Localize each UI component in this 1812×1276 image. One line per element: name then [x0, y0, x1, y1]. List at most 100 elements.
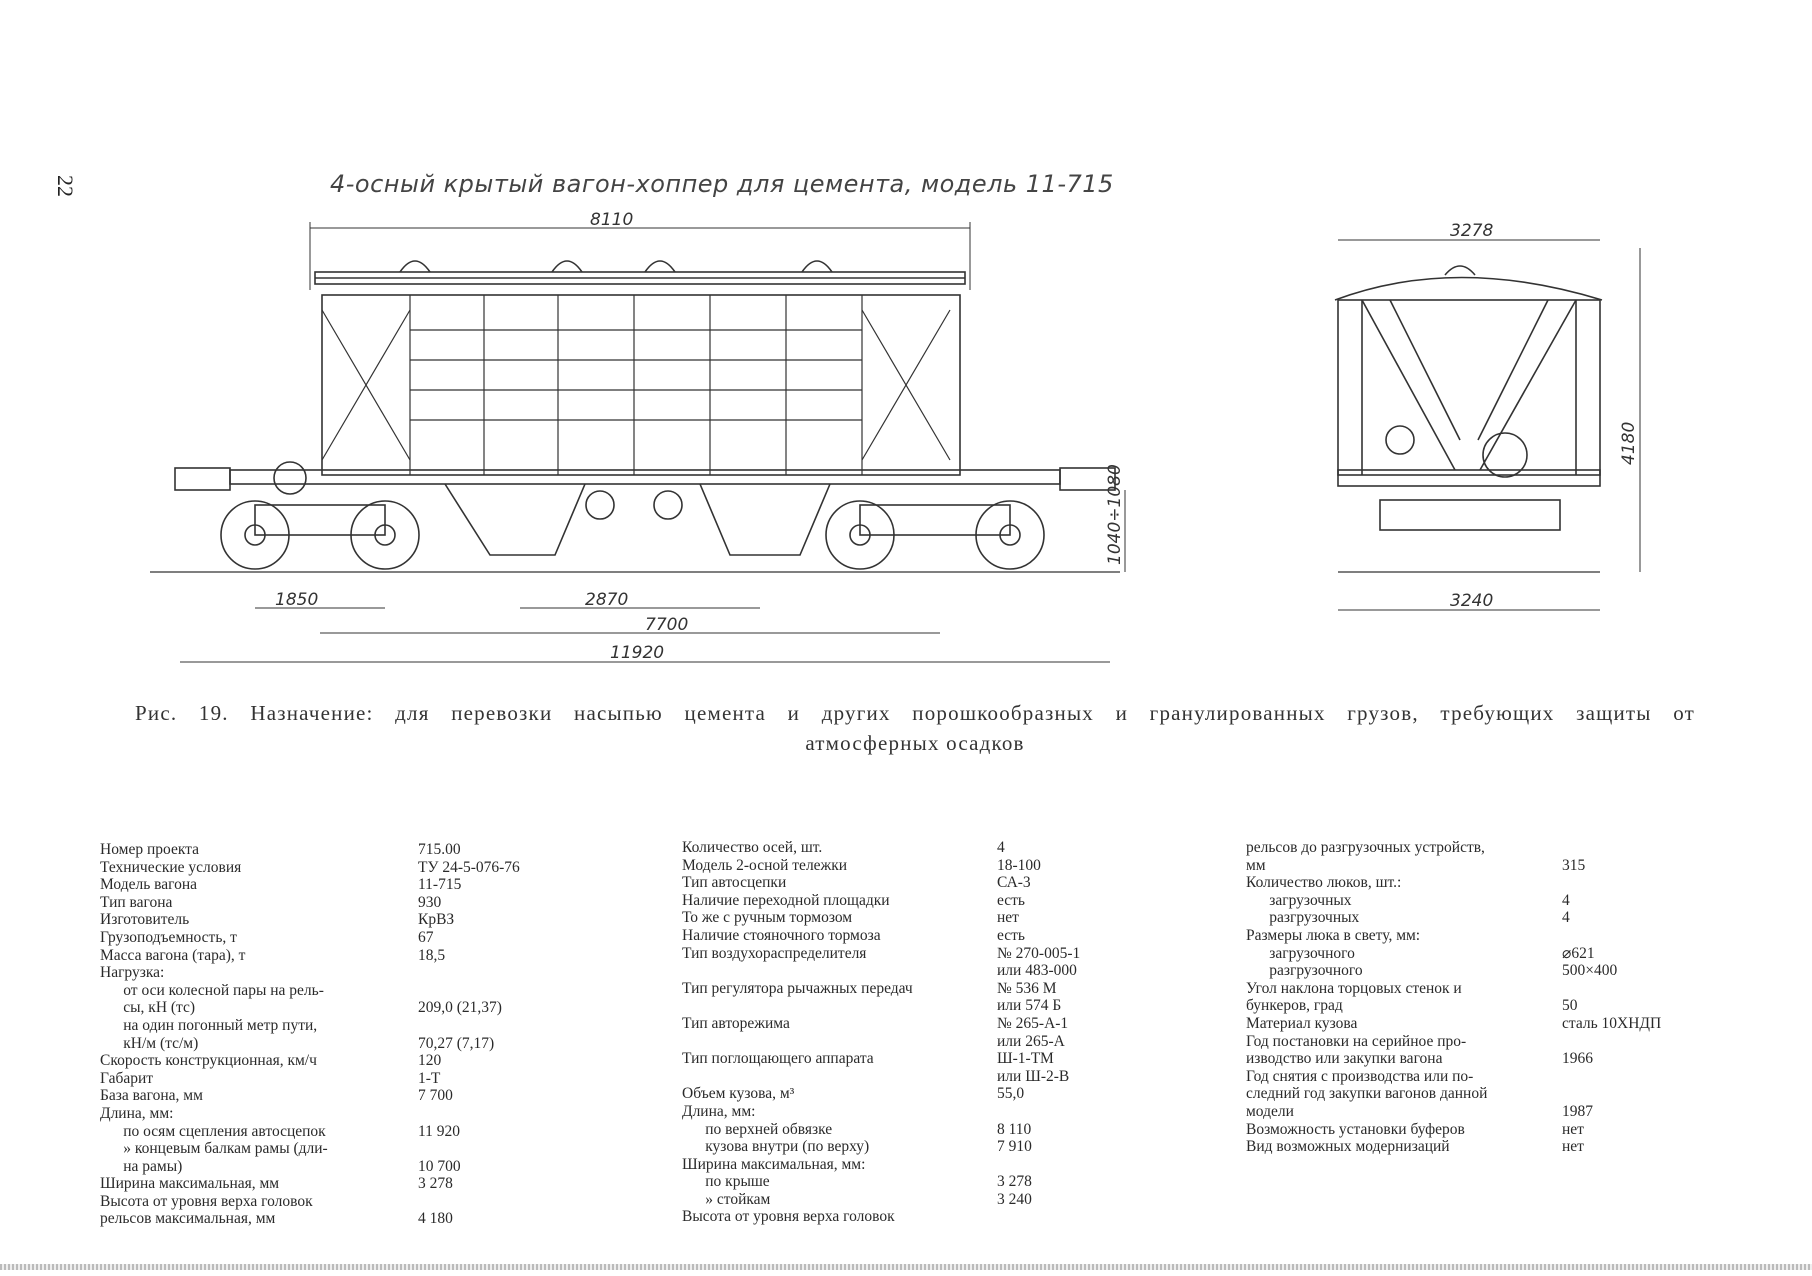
spec-value: 70,27 (7,17)	[418, 1034, 495, 1052]
spec-value: № 270-005-1	[997, 944, 1081, 962]
spec-label: Год постановки на серийное про-	[1246, 1032, 1467, 1050]
coupler-right	[1059, 467, 1116, 491]
spec-label: Технические условия	[100, 858, 242, 876]
spec-value: 930	[418, 893, 442, 911]
spec-row: Скорость конструкционная, км/ч 120	[100, 1052, 540, 1070]
spec-label: по крыше	[682, 1173, 770, 1191]
spec-row: Модель 2-осной тележки 18-100	[682, 857, 1142, 875]
spec-value: 11-715	[418, 876, 462, 894]
spec-label: » стойкам	[682, 1190, 771, 1208]
spec-row: Год постановки на серийное про-	[1246, 1033, 1716, 1051]
spec-row: сы, кН (тс)209,0 (21,37)	[100, 999, 540, 1017]
spec-row: или Ш-2-В	[682, 1068, 1142, 1086]
spec-row: или 574 Б	[682, 997, 1142, 1015]
spec-value: 3 278	[418, 1175, 453, 1193]
spec-value: Ш-1-ТМ	[997, 1050, 1054, 1068]
spec-label: Нагрузка:	[100, 964, 165, 982]
spec-row: рельсов до разгрузочных устройств,	[1246, 839, 1716, 857]
spec-value: 55,0	[997, 1085, 1025, 1103]
spec-row: Тип поглощающего аппарата Ш-1-ТМ	[682, 1050, 1142, 1068]
spec-label: от оси колесной пары на рель-	[100, 981, 324, 999]
spec-value: 120	[418, 1052, 442, 1070]
hatch-covers	[399, 260, 833, 273]
end-body	[1337, 299, 1601, 476]
spec-row: Длина, мм:	[100, 1105, 540, 1123]
bogie-right	[825, 500, 1045, 570]
spec-value: 1987	[1562, 1102, 1593, 1120]
spec-row: Количество люков, шт.:	[1246, 874, 1716, 892]
dim-coupler-height: 1040÷1080	[1105, 464, 1125, 565]
spec-value: 10 700	[418, 1157, 461, 1175]
spec-value: 50	[1562, 997, 1578, 1015]
spec-value: 1966	[1562, 1050, 1593, 1068]
dim-end-height: 4180	[1619, 422, 1639, 465]
spec-label: разгрузочного	[1246, 962, 1363, 980]
bogie-left	[220, 500, 420, 570]
spec-label: разгрузочных	[1246, 909, 1360, 927]
spec-value: 18,5	[418, 946, 446, 964]
spec-label: Размеры люка в свету, мм:	[1246, 926, 1421, 944]
spec-label: Возможность установки буферов	[1246, 1120, 1465, 1138]
spec-label: Объем кузова, м³	[682, 1085, 795, 1103]
spec-label: загрузочных	[1246, 891, 1352, 909]
spec-value: 11 920	[418, 1122, 461, 1140]
spec-value: есть	[997, 891, 1025, 909]
spec-row: Год снятия с производства или по-	[1246, 1068, 1716, 1086]
spec-label: Угол наклона торцовых стенок и	[1246, 979, 1462, 997]
spec-label: на один погонный метр пути,	[100, 1016, 318, 1034]
spec-row: на один погонный метр пути,	[100, 1017, 540, 1035]
spec-label: рельсов максимальная, мм	[100, 1210, 276, 1228]
spec-label: Изготовитель	[100, 911, 190, 929]
drawing-title: 4-осный крытый вагон-хоппер для цемента,…	[330, 170, 1114, 198]
spec-value: нет	[997, 909, 1019, 927]
spec-row: модели 1987	[1246, 1103, 1716, 1121]
spec-label: кузова внутри (по верху)	[682, 1138, 870, 1156]
spec-label: Тип автосцепки	[682, 874, 787, 892]
spec-value: 18-100	[997, 856, 1041, 874]
spec-label: Габарит	[100, 1069, 154, 1087]
spec-label: кН/м (тс/м)	[100, 1034, 199, 1052]
spec-label: Высота от уровня верха головок	[100, 1192, 313, 1210]
spec-label: Тип поглощающего аппарата	[682, 1050, 874, 1068]
dim-base: 7700	[645, 615, 688, 635]
spec-label: Высота от уровня верха головок	[682, 1208, 895, 1226]
spec-label: Скорость конструкционная, км/ч	[100, 1052, 317, 1070]
spec-value: или 265-А	[997, 1032, 1065, 1050]
spec-row: Высота от уровня верха головок	[100, 1193, 540, 1211]
spec-label: модели	[1246, 1102, 1294, 1120]
spec-value: 3 278	[997, 1173, 1032, 1191]
spec-row: » концевым балкам рамы (дли-	[100, 1140, 540, 1158]
spec-row: Тип автосцепки СА-3	[682, 874, 1142, 892]
spec-value: 3 240	[997, 1190, 1032, 1208]
wagon-drawing: 8110 1850 2870 7700 11920 1040÷1080 3278…	[150, 210, 1641, 663]
spec-row: Ширина максимальная, мм:	[682, 1156, 1142, 1174]
spec-value: № 265-А-1	[997, 1014, 1069, 1032]
caption-line-1: Рис. 19. Назначение: для перевозки насып…	[135, 701, 1695, 725]
dim-end-width-top: 3278	[1450, 221, 1493, 241]
spec-row: Возможность установки буферов нет	[1246, 1121, 1716, 1139]
spec-label: Длина, мм:	[682, 1102, 756, 1120]
spec-value: 67	[418, 928, 434, 946]
spec-row: » стойкам 3 240	[682, 1191, 1142, 1209]
spec-value: 4	[1562, 891, 1570, 909]
spec-value: СА-3	[997, 874, 1031, 892]
spec-row: по крыше 3 278	[682, 1173, 1142, 1191]
spec-value: нет	[1562, 1120, 1584, 1138]
spec-label: Модель 2-осной тележки	[682, 856, 848, 874]
end-roof	[1334, 276, 1603, 301]
spec-row: Объем кузова, м³ 55,0	[682, 1085, 1142, 1103]
spec-label: по верхней обвязке	[682, 1120, 833, 1138]
